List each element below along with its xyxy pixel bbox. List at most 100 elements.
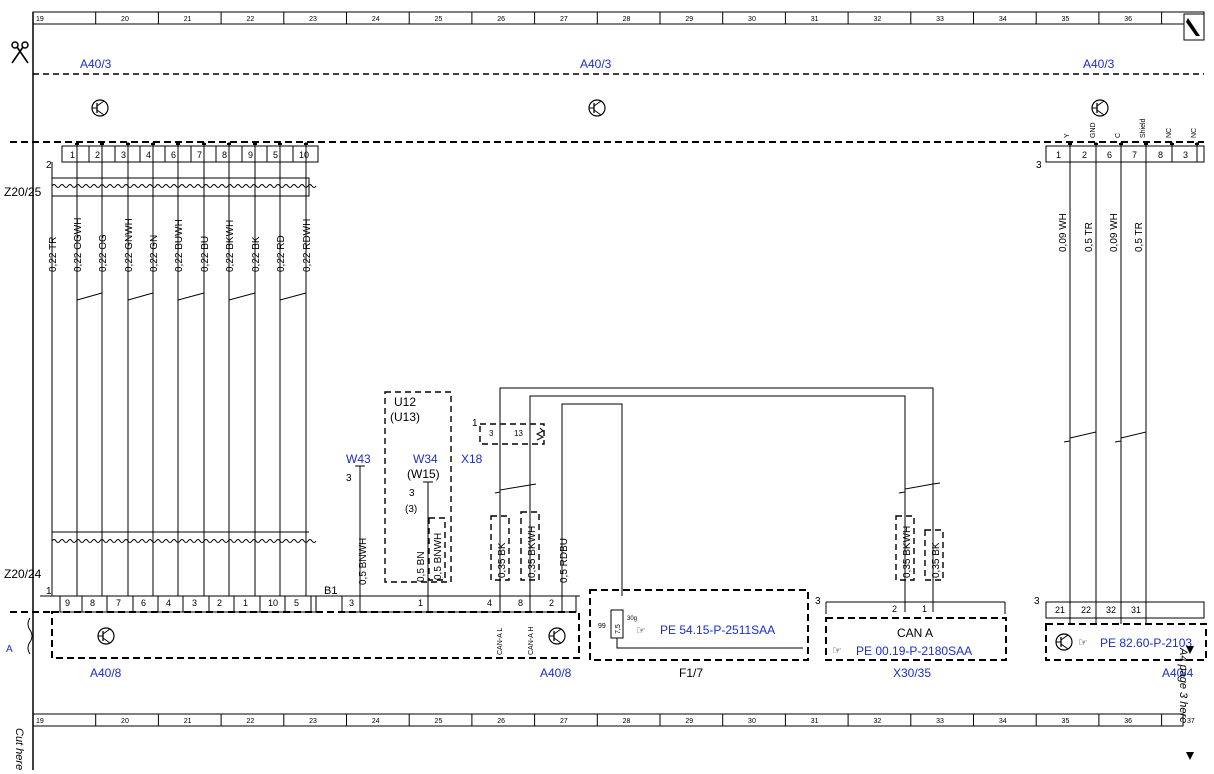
x18-label: X18 — [461, 452, 483, 466]
a40-3-label-mid: A40/3 — [580, 57, 612, 71]
twist-marker — [127, 288, 154, 305]
b1-pin: 2 — [549, 598, 554, 608]
ref-hand-icon: ☞ — [832, 645, 842, 657]
ruler-number: 21 — [184, 16, 192, 23]
wire-label: 0,22 OGWH — [73, 218, 84, 272]
pe-54-ref[interactable]: PE 54.15-P-2511SAA — [660, 623, 775, 637]
ruler-number: 30 — [748, 718, 756, 725]
a40-8-label-right: A40/8 — [540, 666, 572, 680]
wire-label: 0,35 BKWH — [902, 526, 913, 578]
pin-name: C — [1115, 133, 1122, 138]
connector-pin: 32 — [1106, 605, 1116, 615]
connector-pin: 9 — [248, 150, 253, 160]
a40-8-box — [51, 611, 580, 659]
z20-25-label: Z20/25 — [4, 185, 42, 199]
connector-pin: 4 — [146, 150, 151, 160]
arrow-down-icon — [1186, 752, 1194, 760]
f1-7-number: 3 — [815, 596, 821, 607]
pin-name: NC — [1166, 128, 1173, 138]
twist-marker — [494, 483, 537, 494]
ruler-number: 19 — [36, 718, 44, 725]
connector-pin: 2 — [1082, 150, 1087, 160]
a40-3-label-left: A40/3 — [80, 57, 112, 71]
wire-sleeve — [490, 515, 510, 581]
wire-label: 0,5 RDBU — [559, 538, 570, 583]
pe-82-ref[interactable]: PE 82.60-P-2103 — [1100, 636, 1192, 650]
ruler-number: 34 — [999, 16, 1007, 23]
fuse-value: 7,5 — [615, 624, 622, 634]
ruler-number: 23 — [309, 718, 317, 725]
ruler-number: 25 — [435, 16, 443, 23]
right-top-connector — [1045, 145, 1205, 163]
ref-hand-icon: ☞ — [636, 625, 646, 637]
ruler-number: 35 — [1062, 718, 1070, 725]
wire-sleeve — [895, 515, 915, 581]
ruler-number: 29 — [685, 16, 693, 23]
connector-pin: 3 — [192, 598, 197, 608]
w15-label: (W15) — [407, 467, 440, 481]
a40-8-label-left: A40/8 — [90, 666, 122, 680]
wire-label: 0,5 BNWH — [358, 538, 369, 585]
ruler-number: 35 — [1062, 16, 1070, 23]
connector-pin: 8 — [1158, 150, 1163, 160]
ruler-number: 32 — [873, 16, 881, 23]
pin-name: Y — [1064, 133, 1071, 138]
connector-pin: 3 — [1183, 150, 1188, 160]
connector-pin: 31 — [1131, 605, 1141, 615]
x18-number: 1 — [472, 418, 478, 429]
a40-3-label-right: A40/3 — [1083, 57, 1115, 71]
connector-pin: 22 — [1081, 605, 1091, 615]
ruler-number: 36 — [1124, 16, 1132, 23]
connector-pin: 2 — [217, 598, 222, 608]
ruler-number: 31 — [811, 718, 819, 725]
wire-label: 0,35 BKWH — [527, 526, 538, 578]
can-a-low-label: CAN-A L — [497, 628, 504, 655]
twist-marker — [177, 288, 205, 305]
transistor-icon — [91, 99, 109, 117]
wire-label: 0,5 BNWH — [433, 533, 444, 580]
cut-here-label: Cut here — [13, 728, 25, 770]
twist-marker — [76, 288, 103, 305]
f1-7-label: F1/7 — [679, 666, 703, 680]
connector-pin: 7 — [116, 598, 121, 608]
break-wave — [27, 617, 33, 655]
ruler-number: 22 — [246, 718, 254, 725]
left-connector-number: 2 — [46, 160, 52, 171]
wire-label: 0,22 BK — [251, 236, 262, 272]
ruler-number: 26 — [497, 718, 505, 725]
right-connector-number: 3 — [1036, 160, 1042, 171]
ruler-number: 27 — [560, 718, 568, 725]
wire-label: 0,5 BN — [416, 551, 427, 582]
wire-label: 0,22 RDWH — [302, 219, 313, 272]
ruler-number: 20 — [121, 16, 129, 23]
twist-marker — [1114, 427, 1147, 443]
can-high-wire — [529, 395, 906, 612]
connector-pin: 5 — [273, 150, 278, 160]
b1-label: B1 — [324, 585, 337, 597]
ruler-number: 28 — [623, 16, 631, 23]
wire-sleeve — [924, 529, 944, 581]
ruler-number: 23 — [309, 16, 317, 23]
ruler-number: 32 — [873, 718, 881, 725]
transistor-icon — [548, 627, 566, 645]
pe-00-ref[interactable]: PE 00.19-P-2180SAA — [856, 644, 972, 658]
transistor-icon — [588, 99, 606, 117]
ruler-number: 36 — [1124, 718, 1132, 725]
b1-pin: 4 — [487, 598, 492, 608]
x30-35-box — [825, 617, 1007, 661]
ruler-number: 31 — [811, 16, 819, 23]
z20-24-label: Z20/24 — [4, 567, 42, 581]
connector-pin: 7 — [1132, 150, 1137, 160]
a40-4-box — [1045, 623, 1207, 661]
w43-pin: 3 — [346, 473, 352, 484]
transistor-icon — [97, 627, 115, 645]
wire-label: 0,22 GN — [149, 235, 160, 272]
connector-pin: 3 — [121, 150, 126, 160]
scissors-icon — [11, 41, 29, 64]
wire-label: 0,35 BK — [931, 542, 942, 578]
ruler-number: 29 — [685, 718, 693, 725]
